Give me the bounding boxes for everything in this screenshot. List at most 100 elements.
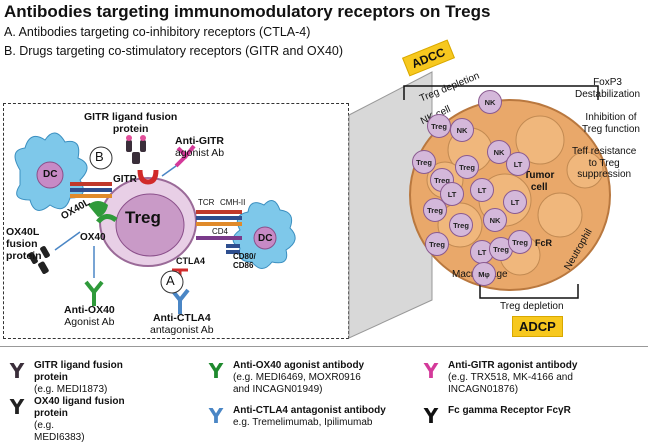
fc-gamma-receptor-icon: Y: [423, 404, 439, 428]
legend-item-title: Fc gamma Receptor FcγR: [448, 405, 571, 416]
receptor-bars-right: [196, 210, 242, 240]
immune-cell-badge: NK: [450, 118, 474, 142]
legend-item-desc: (e.g. MEDI1873): [34, 384, 108, 395]
tumor-cell-label: Tumor cell: [524, 170, 554, 193]
immune-cell-badge: LT: [503, 190, 527, 214]
immune-cell-badge: Treg: [427, 114, 451, 138]
anti-ctla4-label: Anti-CTLA4 antagonist Ab: [150, 312, 214, 336]
legend-item: Y Anti-OX40 agonist antibody(e.g. MEDI646…: [205, 360, 364, 396]
anti-gitr-antibody-shape: [174, 144, 196, 168]
cd80-line: CD80/: [233, 252, 256, 261]
anti-ctla4-antibody-icon: Y: [208, 404, 224, 428]
gitr-label: GITR: [113, 174, 137, 185]
anti-gitr-label: Anti-GITR agonist Ab: [175, 135, 224, 159]
ctla4-label: CTLA4: [176, 256, 205, 266]
anti-ox40-antibody-shape: [84, 280, 104, 306]
gitr-fusion-label: GITR ligand fusion protein: [84, 111, 177, 135]
ox40-ligand-fusion-icon: Y: [9, 395, 25, 419]
inhibition-line1: Inhibition of: [585, 112, 637, 123]
cd86-line: CD86: [233, 261, 254, 271]
immune-cell-badge: LT: [470, 178, 494, 202]
anti-ox40-antibody-icon: Y: [208, 359, 224, 383]
gitr-ligand-fusion-protein-shape: [126, 135, 146, 164]
immune-cell-badge: Treg: [430, 168, 454, 192]
ox40l-fusion-line3: protein: [6, 250, 42, 263]
teff-label: Teff resistance to Treg suppression: [572, 146, 636, 181]
marker-a-circle: [160, 270, 184, 294]
ox40l-fusion-protein-shape: [28, 246, 50, 274]
immune-cell-badge: NK: [487, 140, 511, 164]
inhibition-label: Inhibition of Treg function: [582, 112, 640, 135]
legend-item-desc: (e.g. TRX518, MK-4166 and: [448, 372, 573, 383]
teff-line3: suppression: [577, 169, 632, 180]
immune-cell-badge: Treg: [412, 150, 436, 174]
immune-cell-badge: Treg: [449, 213, 473, 237]
ox40-label: OX40: [80, 232, 106, 243]
figure-title: Antibodies targeting immunomodulatory re…: [4, 2, 491, 21]
tcr-label: TCR: [198, 198, 215, 207]
adcp-badge: ADCP: [512, 316, 563, 337]
immune-cell-badge: Treg: [423, 198, 447, 222]
dc-right-label: DC: [258, 233, 273, 244]
legend-item-desc: (e.g. MEDI6469, MOXR0916: [233, 372, 361, 383]
legend-item-title2: protein: [34, 372, 68, 383]
subtitle-a: A. Antibodies targeting co-inhibitory re…: [4, 25, 311, 39]
cd80-cd86-shape: [226, 244, 240, 254]
legend-item: Y Anti-GITR agonist antibody(e.g. TRX518,…: [420, 359, 578, 396]
bracket-bottom: [479, 284, 579, 299]
anti-ctla4-antibody-shape: [170, 288, 190, 314]
ox40l-fusion-line2: fusion: [6, 238, 38, 251]
gitr-receptor-shape: [137, 169, 159, 185]
ox40-ligand-shape: [88, 201, 108, 217]
cd80-cd86-label: CD80/ CD86: [233, 252, 256, 270]
treg-cell: [99, 177, 197, 267]
arrow-anti-gitr: [161, 165, 177, 177]
anti-gitr-line1: Anti-GITR: [175, 135, 224, 147]
foxp3-label: FoxP3 Destabilization: [575, 77, 640, 100]
legend-divider: [0, 346, 648, 347]
dc-left-label: DC: [43, 169, 58, 180]
tumor-line1: Tumor: [524, 170, 555, 181]
legend-item-desc: (e.g.: [34, 420, 55, 431]
dendritic-cell-right: [232, 200, 296, 269]
legend-item: Y Fc gamma Receptor FcγR: [420, 405, 571, 427]
legend-item-title: OX40 ligand fusion: [34, 396, 125, 407]
immune-cell-badge: Mφ: [472, 262, 496, 286]
treg-label: Treg: [125, 208, 161, 227]
gitr-fusion-line1: GITR ligand fusion: [84, 111, 178, 123]
anti-gitr-line2: agonist Ab: [175, 147, 225, 160]
marker-b-circle: [89, 146, 113, 170]
legend-item-desc2: INCAGN01876): [448, 384, 519, 395]
legend-item-title: Anti-GITR agonist antibody: [448, 360, 578, 371]
legend-item-desc2: MEDI6383): [34, 432, 85, 443]
anti-gitr-antibody-icon: Y: [423, 359, 439, 383]
legend-item-desc: e.g. Tremelimumab, Ipilimumab: [233, 417, 373, 428]
gitr-fusion-line2: protein: [112, 123, 149, 136]
gitr-ligand-fusion-icon: Y: [9, 359, 25, 383]
fcr-label: FcR: [535, 238, 553, 248]
foxp3-line2: Destabilization: [575, 88, 641, 100]
anti-ctla4-line2: antagonist Ab: [150, 324, 214, 337]
arrow-ox40l-fusion: [54, 231, 81, 251]
dendritic-cell-left: [14, 132, 88, 211]
legend-item-title: Anti-OX40 agonist antibody: [233, 360, 365, 371]
legend-item-title: Anti-CTLA4 antagonist antibody: [233, 405, 386, 416]
receptor-bars-left: [70, 182, 112, 198]
marker-b: B: [95, 149, 104, 164]
marker-a: A: [166, 273, 175, 288]
immune-cell-badge: NK: [478, 90, 502, 114]
immune-cell-badge: LT: [506, 152, 530, 176]
immune-cell-badge: Treg: [508, 230, 532, 254]
treg-depletion-bottom: Treg depletion: [500, 301, 564, 312]
ox40l-fusion-line1: OX40L: [6, 226, 40, 238]
legend-item-desc2: and INCAGN01949): [233, 384, 323, 395]
cd4-label: CD4: [212, 227, 229, 236]
immune-cell-badge: NK: [483, 208, 507, 232]
legend-item-title2: protein: [34, 408, 68, 419]
anti-ox40-label: Anti-OX40 Agonist Ab: [64, 304, 115, 328]
anti-ox40-line1: Anti-OX40: [64, 304, 115, 316]
ox40l-fusion-label: OX40L fusion protein: [6, 226, 42, 262]
foxp3-line1: FoxP3: [593, 77, 622, 88]
